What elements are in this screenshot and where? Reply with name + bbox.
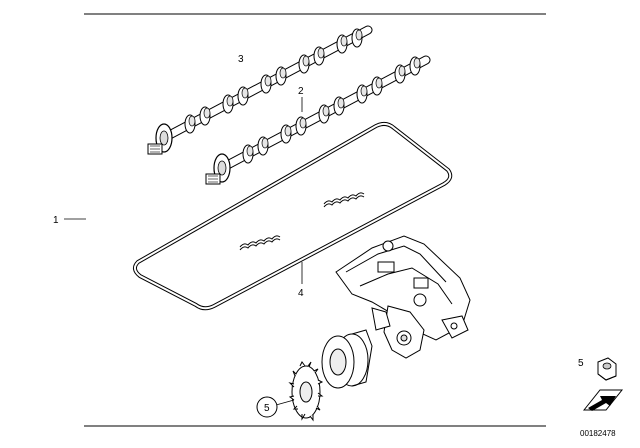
label-1: 1	[53, 215, 59, 226]
label-5-nut: 5	[578, 358, 584, 369]
label-2: 2	[298, 86, 304, 97]
exhaust-camshaft	[205, 55, 431, 185]
label-4: 4	[298, 288, 304, 299]
drive-wheel	[321, 329, 373, 389]
intake-camshaft	[147, 25, 373, 155]
cover-gasket	[133, 121, 453, 311]
nut-icon	[597, 357, 617, 381]
sprocket	[288, 361, 324, 422]
leader-5	[275, 399, 295, 406]
label-5-circle	[256, 396, 278, 418]
label-5-circled: 5	[264, 403, 270, 414]
reference-arrow-icon	[582, 389, 624, 411]
label-3: 3	[238, 54, 244, 65]
pump-housing	[335, 235, 471, 359]
reference-number: 00182478	[580, 429, 616, 438]
